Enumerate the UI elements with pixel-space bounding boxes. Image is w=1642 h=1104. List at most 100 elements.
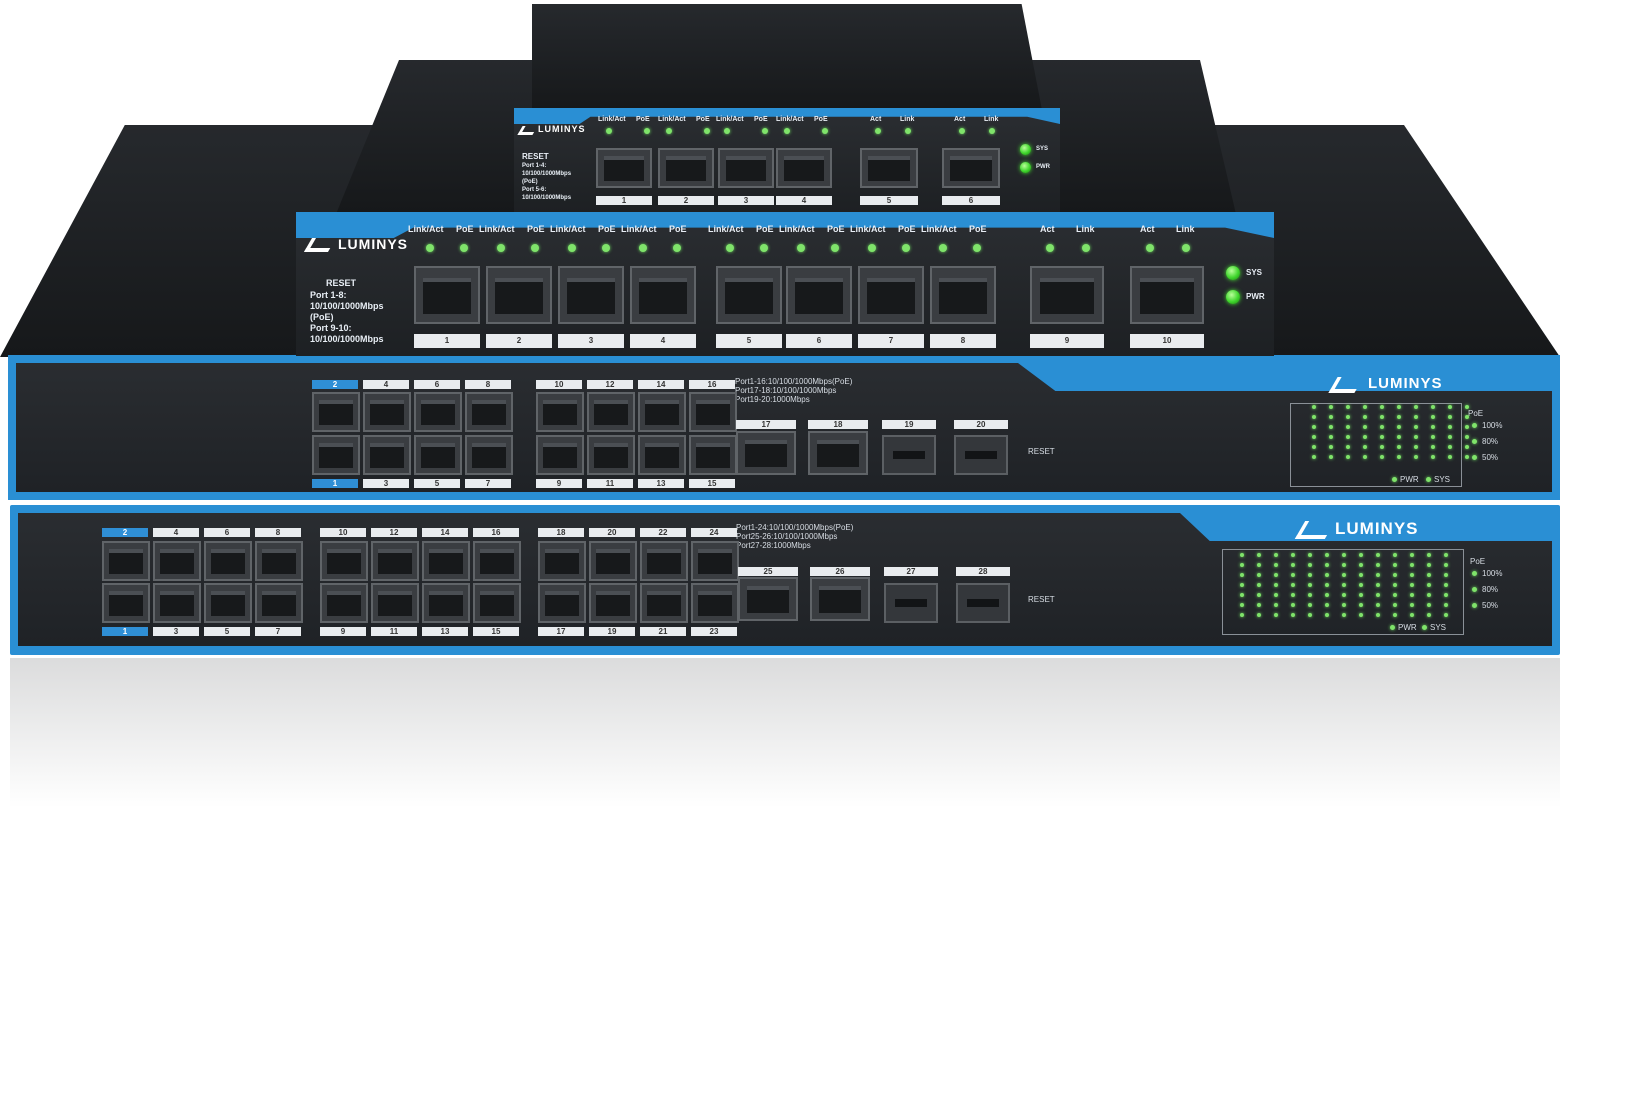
port-number-label: 13 <box>422 627 468 636</box>
grid-led <box>1342 553 1346 557</box>
grid-led <box>1397 425 1401 429</box>
grid-led <box>1393 553 1397 557</box>
grid-led <box>1308 613 1312 617</box>
rj45-port <box>204 541 252 581</box>
led-label: PoE <box>827 224 845 234</box>
grid-led <box>1329 455 1333 459</box>
status-led <box>905 128 911 134</box>
sys-led-6 <box>1020 144 1031 155</box>
port-number-label: 2 <box>102 528 148 537</box>
rj45-port <box>536 435 584 475</box>
port-number-label: 14 <box>638 380 684 389</box>
rj45-port <box>718 148 774 188</box>
grid-led <box>1274 603 1278 607</box>
grid-led <box>1346 425 1350 429</box>
led-label: PoE <box>754 116 768 123</box>
grid-led <box>1240 563 1244 567</box>
spec-text-6: Port 1-4: 10/100/1000Mbps (PoE) Port 5-6… <box>522 163 572 201</box>
pwr-label-6: PWR <box>1036 164 1050 170</box>
rj45-port <box>860 148 918 188</box>
status-led <box>1182 244 1190 252</box>
grid-led <box>1312 425 1316 429</box>
poe-50-label-20: 50% <box>1482 453 1499 462</box>
grid-led <box>1346 435 1350 439</box>
switch-28-port: LUMINYS Port1-24:10/100/1000Mbps(PoE) Po… <box>10 505 1560 655</box>
grid-led <box>1465 415 1469 419</box>
port-number-label: 24 <box>691 528 737 537</box>
grid-led <box>1363 455 1367 459</box>
port-number-label: 13 <box>638 479 684 488</box>
grid-led <box>1393 573 1397 577</box>
status-led <box>760 244 768 252</box>
grid-led <box>1414 405 1418 409</box>
grid-led <box>1410 583 1414 587</box>
rj45-port <box>942 148 1000 188</box>
status-led <box>868 244 876 252</box>
grid-led <box>1257 563 1261 567</box>
grid-led <box>1346 405 1350 409</box>
grid-led <box>1448 405 1452 409</box>
grid-led <box>1448 455 1452 459</box>
led-label: Link <box>900 116 915 123</box>
pwr-led-10 <box>1226 290 1240 304</box>
led-label: PoE <box>636 116 650 123</box>
grid-led <box>1308 583 1312 587</box>
grid-led <box>1448 445 1452 449</box>
grid-led <box>1329 435 1333 439</box>
grid-led <box>1380 405 1384 409</box>
port-number-label: 17 <box>736 420 796 429</box>
grid-led <box>1393 563 1397 567</box>
brand-logo-10: LUMINYS <box>338 236 408 252</box>
grid-led <box>1329 405 1333 409</box>
rj45-port <box>1130 266 1204 324</box>
port-number-label: 2 <box>658 196 714 205</box>
rj45-port <box>558 266 624 324</box>
rj45-port <box>930 266 996 324</box>
port-number-label: 6 <box>942 196 1000 205</box>
grid-led <box>1308 553 1312 557</box>
rj45-port <box>689 435 737 475</box>
grid-led <box>1308 573 1312 577</box>
grid-led <box>1274 573 1278 577</box>
grid-led <box>1325 603 1329 607</box>
status-led <box>673 244 681 252</box>
rj45-port <box>102 583 150 623</box>
status-led <box>959 128 965 134</box>
grid-led <box>1427 613 1431 617</box>
grid-led <box>1448 415 1452 419</box>
port-number-label: 10 <box>1130 334 1204 348</box>
reset-label-20: RESET <box>1028 447 1055 456</box>
poe-80-led <box>1472 587 1477 592</box>
grid-led <box>1363 405 1367 409</box>
rj45-port <box>422 541 470 581</box>
port-number-label: 8 <box>255 528 301 537</box>
pwr-label-28: PWR <box>1398 623 1417 632</box>
led-label: PoE <box>969 224 987 234</box>
rj45-port <box>691 541 739 581</box>
port-number-label: 22 <box>640 528 686 537</box>
rj45-port <box>486 266 552 324</box>
port-number-label: 1 <box>102 627 148 636</box>
rj45-port <box>414 266 480 324</box>
grid-led <box>1393 613 1397 617</box>
led-label: Link <box>1176 224 1195 234</box>
grid-led <box>1380 425 1384 429</box>
port-number-label: 8 <box>465 380 511 389</box>
rj45-port <box>414 392 462 432</box>
port-number-label: 1 <box>596 196 652 205</box>
led-label: PoE <box>598 224 616 234</box>
led-label: Act <box>870 116 882 123</box>
port-number-label: 19 <box>589 627 635 636</box>
port-number-label: 1 <box>312 479 358 488</box>
led-label: Link/Act <box>598 116 626 123</box>
brand-logo-28: LUMINYS <box>1335 519 1419 538</box>
port-number-label: 7 <box>858 334 924 348</box>
grid-led <box>1448 425 1452 429</box>
port-number-label: 6 <box>414 380 460 389</box>
led-label: Act <box>1040 224 1055 234</box>
poe-80-label-20: 80% <box>1482 437 1499 446</box>
reset-label-10: RESET <box>326 278 357 288</box>
grid-led <box>1257 613 1261 617</box>
grid-led <box>1397 435 1401 439</box>
status-led <box>875 128 881 134</box>
